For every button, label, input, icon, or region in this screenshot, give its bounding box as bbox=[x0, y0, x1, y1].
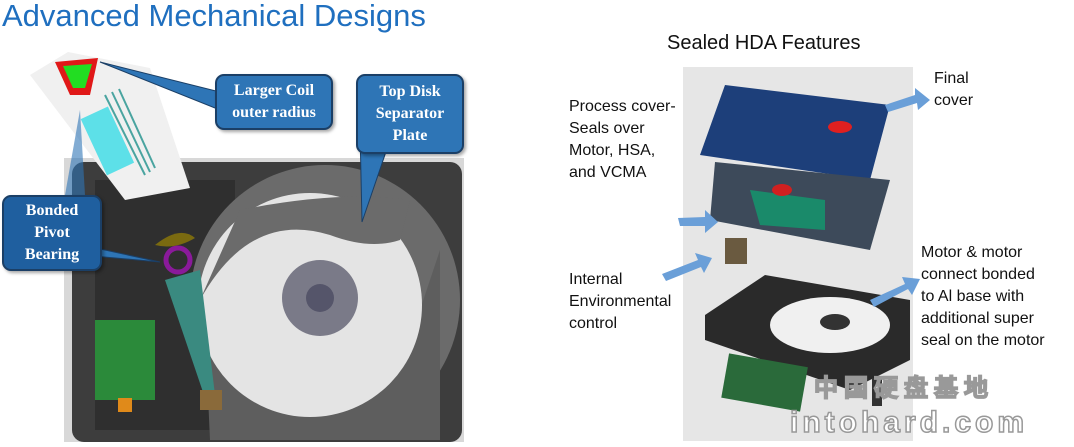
callout-top-disk-separator: Top Disk Separator Plate bbox=[356, 74, 464, 154]
hdd-top-view-diagram bbox=[30, 52, 464, 442]
label-final-cover: Final cover bbox=[934, 70, 974, 109]
callout-larger-coil: Larger Coil outer radius bbox=[215, 74, 333, 130]
watermark: 中国硬盘基地 intohard.com bbox=[789, 372, 1029, 440]
environmental-control bbox=[725, 238, 747, 264]
label-motor-seal: Motor & motor connect bonded to Al base … bbox=[921, 244, 1045, 349]
pivot-bearing bbox=[163, 245, 193, 275]
callout-bonded-pivot: Bonded Pivot Bearing bbox=[2, 195, 102, 271]
motor-connector bbox=[872, 378, 882, 406]
watermark-en: intohard.com bbox=[789, 405, 1029, 440]
pcb bbox=[95, 320, 155, 400]
arrows bbox=[662, 88, 930, 307]
label-process-cover: Process cover-Seals over Motor, HSA, and… bbox=[569, 98, 676, 181]
final-cover bbox=[700, 85, 890, 180]
watermark-cn: 中国硬盘基地 bbox=[813, 374, 994, 403]
label-internal-environmental-control: Internal Environmental control bbox=[569, 271, 672, 332]
hda-features-title: Sealed HDA Features bbox=[667, 32, 861, 54]
sealed-hda-exploded-diagram bbox=[662, 67, 930, 441]
slide-title: Advanced Mechanical Designs bbox=[2, 0, 426, 33]
actuator-inset bbox=[30, 52, 190, 200]
